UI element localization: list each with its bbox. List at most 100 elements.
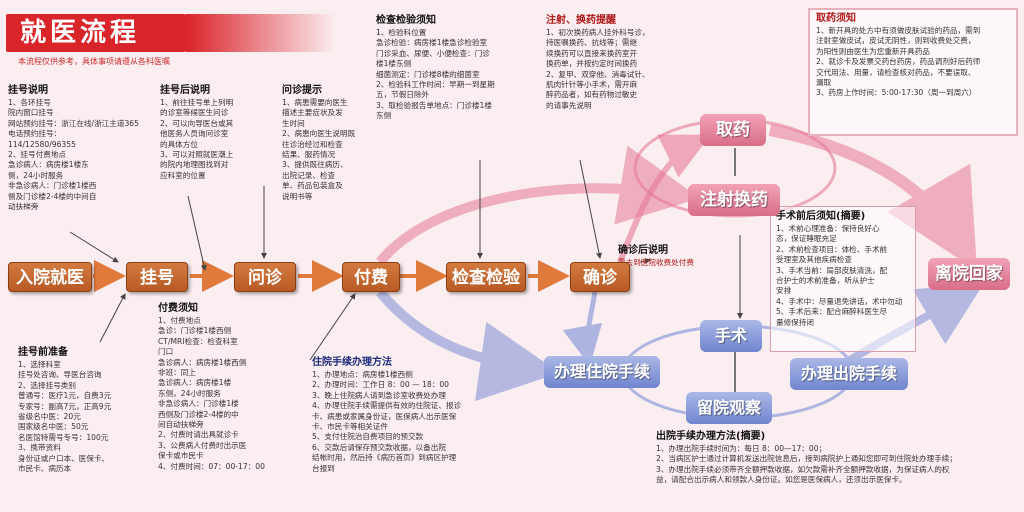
exam-notes-lines: 1、检验科位置急诊检验：病房楼1楼急诊检验室门诊采血、尿便、小便检查：门诊楼1楼… <box>376 28 536 122</box>
note-line: 为阳性则由医生为您重新开具药品 <box>816 46 930 56</box>
note-line: 急诊病人：病房楼1楼东 <box>8 160 89 170</box>
note-line: 东侧，24小时服务 <box>158 388 221 398</box>
pickup-notes-lines: 1、新开具的处方中有须做皮肤试验的药品，需到注射室做皮试，皮试无阴性，则到收费处… <box>816 26 1016 99</box>
note-line: 114/12580/96355 <box>8 139 76 149</box>
confirm-notes-title: 确诊后说明 <box>618 245 668 256</box>
note-line: 需去到医院收费处付费 <box>618 258 694 267</box>
note-line: 5、支付住院治自费项目的预交款 <box>312 432 424 442</box>
node-admission: 入院就医 <box>8 262 92 292</box>
node-exam: 检查检验 <box>446 262 526 292</box>
note-line: 急诊病人：病房楼1楼 <box>158 378 232 388</box>
note-line: 省级名中医：20元 <box>18 412 81 422</box>
note-line: 3、公费病人付费时出示医 <box>158 440 247 450</box>
note-line: 2、复甲、双穿他、消毒试针、 <box>546 69 650 79</box>
note-line: 急诊检验：病房楼1楼急诊检验室 <box>376 38 488 48</box>
pre-surgery-title: 手术前后须知(摘要) <box>776 211 866 222</box>
after-registration-title: 挂号后说明 <box>160 85 210 96</box>
confirm-notes: 确诊后说明 需去到医院收费处付费 <box>618 244 758 268</box>
note-line: 4、付费时间：07：00-17：00 <box>158 461 265 471</box>
note-line: 益，请配合出示病人和领款人身份证。如您是医保病人，还须出示医保卡。 <box>656 475 907 485</box>
note-line: 漏取 <box>816 78 832 88</box>
note-line: 电话预约挂号： <box>8 129 62 139</box>
note-line: 交代用法、用量，请检查核对药品，不要误取、 <box>816 67 976 77</box>
note-line: 2、选择挂号类别 <box>18 380 76 390</box>
node-observation: 留院观察 <box>686 392 772 424</box>
note-line: 结帐时用，然后持《病历首页》到病区护理 <box>312 453 457 463</box>
note-line: 4、手术中：尽量退免讲话，术中勿动 <box>776 296 903 306</box>
note-line: 卡、市民卡等相关证件 <box>312 422 388 432</box>
note-line: 醉药品者，如有药物过敏史 <box>546 90 638 100</box>
payment-notes-title: 付费须知 <box>158 303 198 314</box>
flow-pay-to-injection <box>376 145 700 266</box>
note-line: 3、晚上住院病人请到急诊室收费处办理 <box>312 390 446 400</box>
note-line: 国家级名中医：50元 <box>18 422 89 432</box>
note-line: 6、交款后请保存预交款收据，以备出院 <box>312 442 446 452</box>
node-surgery: 手术 <box>700 320 762 352</box>
note-line: 专家号：副高7元，正高9元 <box>18 401 112 411</box>
note-line: 1、检验科位置 <box>376 28 427 37</box>
note-line: 五，节假日除外 <box>376 90 430 100</box>
note-line: 1、办理出院手续时间为：每日 8：00—17：00； <box>656 444 827 453</box>
note-line: 1、付费地点 <box>158 316 201 325</box>
node-admit-procedure: 办理住院手续 <box>544 356 660 388</box>
note-line: 名医馆特需号专号：100元 <box>18 432 109 442</box>
note-line: 非急诊病人：门诊楼1楼 <box>158 399 239 409</box>
injection-notes-lines: 1、初次换药病人挂外科号诊，持医嘱换药、抗线等；需继续换药可以直接来换药室开换药… <box>546 28 686 111</box>
injection-notes: 注射、换药提醒 1、初次换药病人挂外科号诊，持医嘱换药、抗线等；需继续换药可以直… <box>546 14 686 111</box>
note-line: 量修保持闭 <box>776 317 814 327</box>
consult-tips-title: 问诊提示 <box>282 85 322 96</box>
note-line: 细菌测定：门诊楼8楼的细菌室 <box>376 69 480 79</box>
note-line: 说明书等 <box>282 191 313 201</box>
discharge-method-title: 出院手续办理方法(摘要) <box>656 431 766 442</box>
note-line: 3、提供既往病历、 <box>282 160 348 170</box>
note-line: 2、当病区护士通过计算机发送出院信息后，接到病院护上通知您即可到住院处办理手续； <box>656 454 957 464</box>
note-line: 1、选择科室 <box>18 360 61 369</box>
note-line: 3、取检验报告单地点：门诊楼1楼 <box>376 100 492 110</box>
note-line: 门口 <box>158 347 174 357</box>
title-banner-fade <box>186 14 336 52</box>
note-line: 台报到 <box>312 463 335 473</box>
node-diagnose: 确诊 <box>570 262 630 292</box>
flow-diagnose-to-admit <box>562 291 603 366</box>
note-line: 出院记录、检查 <box>282 170 336 180</box>
note-line: 他医务人员询问诊室 <box>160 129 229 139</box>
pickup-notes-frame <box>808 8 1018 136</box>
node-pickup: 取药 <box>700 114 766 146</box>
note-line: 侧，24小时服务 <box>8 170 64 180</box>
note-line: 肌肉针针等小手术，需开麻 <box>546 80 638 90</box>
note-line: 应科室的位置 <box>160 170 206 180</box>
node-discharge-home: 离院回家 <box>928 258 1010 290</box>
note-line: 4、办理住院手续需提供有效的住院证、报诊 <box>312 401 462 411</box>
flow-diagnose-to-pickup <box>617 134 711 264</box>
note-line: 2、就诊卡及发票交药台药房，药品调剂好后药师 <box>816 57 981 67</box>
node-injection: 注射换药 <box>688 184 780 216</box>
note-line: 1、术前心理准备：保持良好心 <box>776 224 880 233</box>
note-line: 急诊病人：病房楼1楼西侧 <box>158 357 247 367</box>
note-line: 往诊治经过和检查 <box>282 139 343 149</box>
note-line: 受理室及其他疾病检查 <box>776 255 852 265</box>
note-line: 描述主要症状及发 <box>282 108 343 118</box>
note-line: 卡、病患或家属身份证，医保病人出示医保 <box>312 411 457 421</box>
note-line: 1、初次换药病人挂外科号诊， <box>546 28 650 37</box>
note-line: 1、病患需要向医生 <box>282 98 348 107</box>
pickup-notes-title: 取药须知 <box>816 13 856 24</box>
note-line: 2、付费时请出具就诊卡 <box>158 430 239 440</box>
note-line: 间自动扶梯旁 <box>158 420 204 430</box>
note-line: 挂号处咨询、导医台咨询 <box>18 370 102 380</box>
note-line: 非急诊病人：门诊楼1楼西 <box>8 181 97 191</box>
note-line: 持医嘱换药、抗线等；需继 <box>546 38 638 48</box>
note-line: 单、药品包装盒及 <box>282 181 343 191</box>
note-line: 的具体方位 <box>160 139 198 149</box>
note-line: 2、挂号付费地点 <box>8 150 66 160</box>
note-line: 注射室做皮试，皮试无阴性，则到收费处交费， <box>816 36 976 46</box>
pickup-notes: 取药须知 1、新开具的处方中有须做皮肤试验的药品，需到注射室做皮试，皮试无阴性，… <box>816 12 1016 99</box>
